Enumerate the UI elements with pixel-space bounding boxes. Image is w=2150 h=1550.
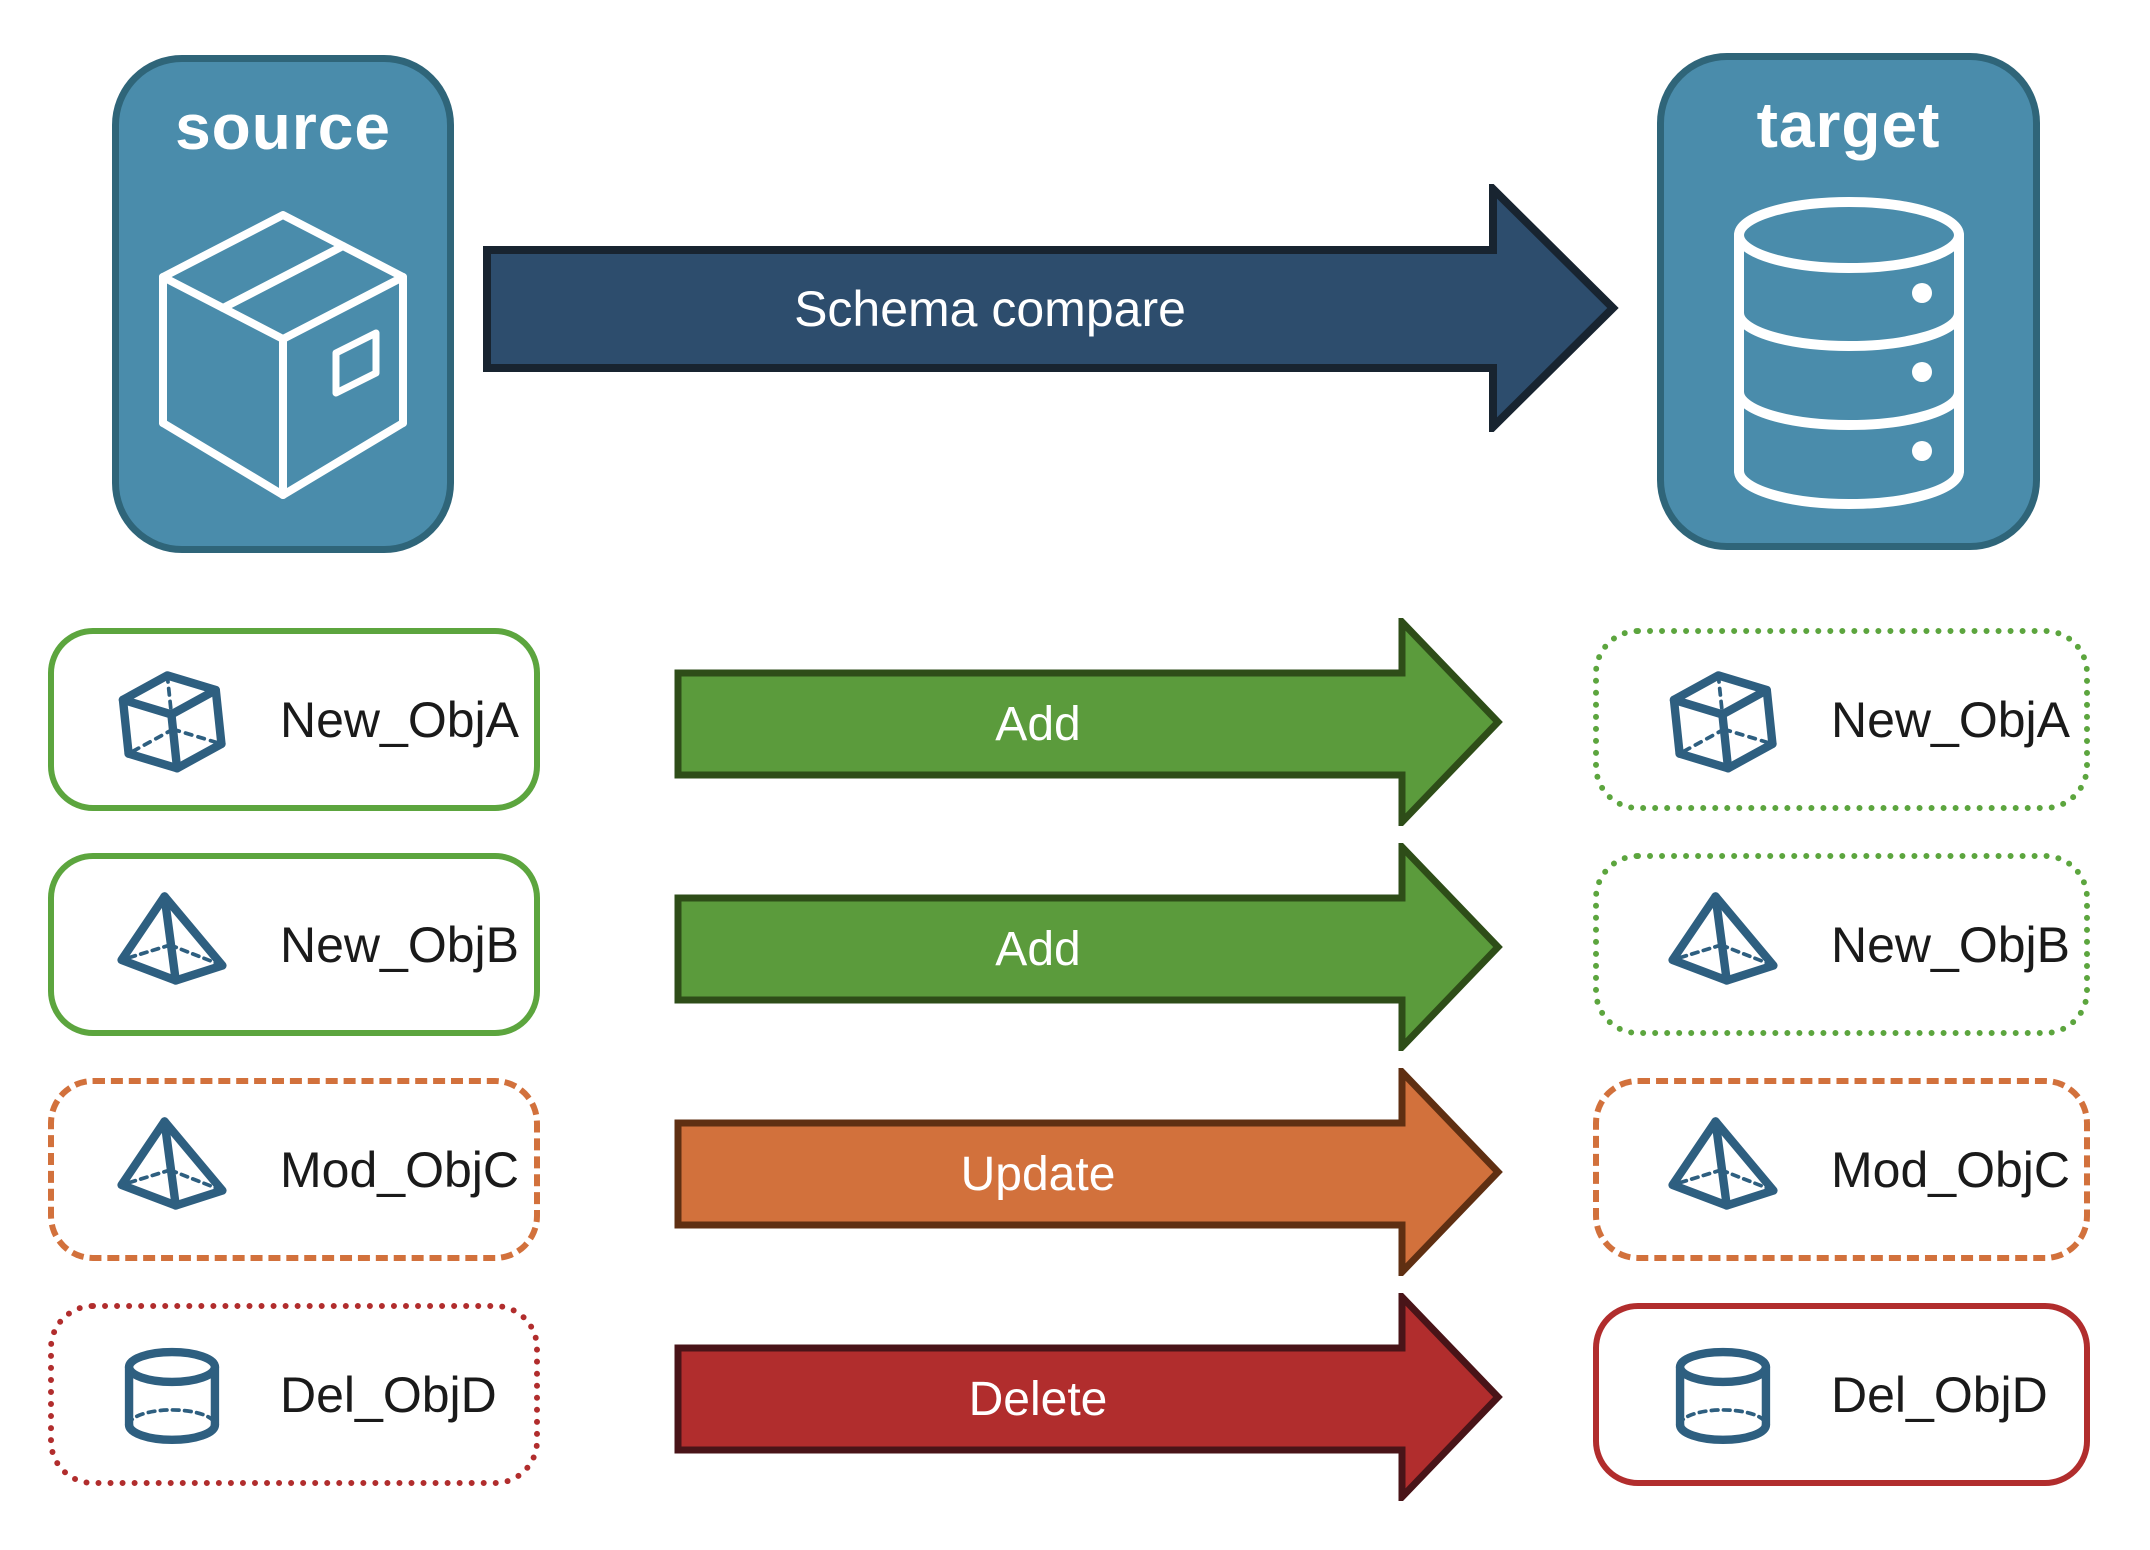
add-arrow — [674, 843, 1503, 1051]
source-object-label: Mod_ObjC — [280, 1141, 519, 1198]
source-object-label: New_ObjB — [280, 916, 519, 973]
source-object-card: New_ObjB — [48, 853, 540, 1036]
cube-icon — [118, 670, 226, 772]
target-object-label: Del_ObjD — [1831, 1366, 2048, 1423]
database-icon — [1664, 162, 2033, 543]
schema-compare-arrow-label: Schema compare — [794, 281, 1186, 337]
pyramid-icon — [1668, 891, 1778, 985]
target-node-label: target — [1756, 89, 1941, 161]
pyramid-icon — [117, 891, 227, 985]
cylinder-icon — [124, 1347, 220, 1444]
target-node: target — [1657, 53, 2040, 550]
source-node-label: source — [175, 91, 391, 163]
add-arrow-label: Add — [995, 922, 1081, 976]
delete-arrow-label: Delete — [968, 1372, 1108, 1426]
source-object-label: New_ObjA — [280, 691, 519, 748]
cube-icon — [1669, 670, 1777, 772]
source-object-card: Mod_ObjC — [48, 1078, 540, 1261]
package-box-icon — [119, 164, 447, 546]
target-object-card: New_ObjA — [1593, 628, 2090, 811]
target-object-card: Del_ObjD — [1593, 1303, 2090, 1486]
add-arrow — [674, 618, 1503, 826]
target-object-card: Mod_ObjC — [1593, 1078, 2090, 1261]
target-object-card: New_ObjB — [1593, 853, 2090, 1036]
source-object-card: New_ObjA — [48, 628, 540, 811]
update-arrow — [674, 1068, 1503, 1276]
schema-compare-arrow — [483, 184, 1619, 432]
source-node: source — [112, 55, 454, 553]
cylinder-icon — [1675, 1347, 1771, 1444]
delete-arrow — [674, 1293, 1503, 1501]
update-arrow-label: Update — [960, 1147, 1116, 1201]
source-object-label: Del_ObjD — [280, 1366, 497, 1423]
pyramid-icon — [1668, 1116, 1778, 1210]
add-arrow-label: Add — [995, 697, 1081, 751]
target-object-label: New_ObjB — [1831, 916, 2070, 973]
source-object-card: Del_ObjD — [48, 1303, 540, 1486]
target-object-label: Mod_ObjC — [1831, 1141, 2070, 1198]
pyramid-icon — [117, 1116, 227, 1210]
target-object-label: New_ObjA — [1831, 691, 2070, 748]
